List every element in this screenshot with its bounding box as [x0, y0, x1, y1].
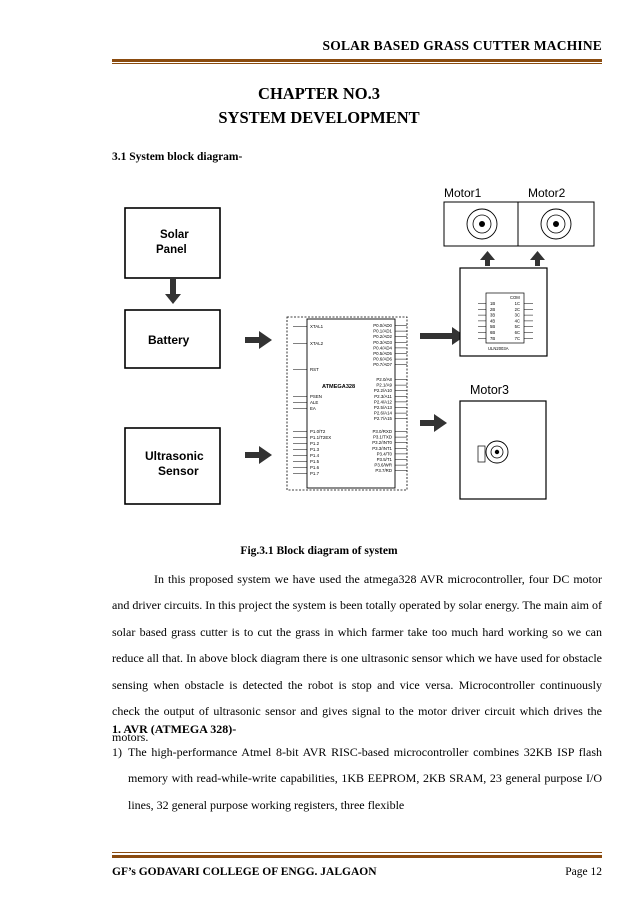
mcu-pin-label: P0.5/AD5	[373, 351, 392, 356]
driver-pin-label: 3B	[490, 313, 495, 318]
mcu-pin-label: P1.5	[310, 459, 320, 464]
mcu-pin-label: P3.7/RD	[375, 468, 392, 473]
motor1-label: Motor1	[444, 186, 482, 200]
mcu-pin-label: P2.2/A10	[374, 388, 393, 393]
driver-pin-label: 4C	[515, 318, 520, 323]
solar-panel-block	[124, 207, 221, 279]
mcu-pin-label: P0.2/AD2	[373, 334, 392, 339]
solar-label-line2: Panel	[156, 244, 187, 256]
driver-to-motor1-arrow	[480, 251, 495, 260]
mcu-right-pins: P0.0/AD0P0.1/AD1P0.2/AD2P0.3/AD3P0.4/AD4…	[372, 323, 407, 473]
driver-com-label: COM	[510, 295, 520, 300]
mcu-pin-label: P2.7/A15	[374, 416, 393, 421]
figure-caption: Fig.3.1 Block diagram of system	[240, 545, 398, 557]
mcu-pin-label: P3.6/WR	[374, 463, 392, 468]
mcu-pin-label: P2.5/A13	[374, 405, 393, 410]
motor3-icon	[477, 440, 509, 464]
mcu-pin-label: XTAL1	[310, 324, 324, 329]
driver-pin-label: 7B	[490, 336, 495, 341]
mcu-to-motor3-arrow	[434, 414, 447, 432]
mcu-pin-label: P0.1/AD1	[373, 329, 392, 334]
mcu-pin-label: P2.3/A11	[374, 394, 392, 399]
mcu-pin-label: P1.7	[310, 471, 320, 476]
mcu-pin-label: P2.4/A12	[374, 399, 393, 404]
ultrasonic-label-line1: Ultrasonic	[145, 449, 204, 463]
driver-pin-label: 4B	[490, 318, 495, 323]
mcu-pin-label: ALE	[310, 400, 318, 405]
driver-chip-label: ULN2003A	[488, 346, 509, 351]
mcu-pin-label: P1.0/T2	[310, 429, 326, 434]
mcu-pin-label: P3.1/TXD	[373, 435, 392, 440]
subheading-avr: 1. AVR (ATMEGA 328)-	[112, 722, 237, 736]
footer-rule-thin	[112, 852, 602, 853]
header-rule	[112, 59, 602, 62]
driver-pin-label: 5C	[515, 324, 520, 329]
mcu-to-driver-arrow	[452, 327, 465, 345]
motor3-label: Motor3	[470, 383, 509, 397]
battery-label: Battery	[148, 333, 190, 347]
chapter-title: SYSTEM DEVELOPMENT	[218, 108, 420, 127]
mcu-pin-label: P3.4/T0	[377, 451, 393, 456]
running-header-title: SOLAR BASED GRASS CUTTER MACHINE	[322, 38, 602, 53]
page-number: Page 12	[565, 866, 602, 878]
mcu-pin-label: P0.4/AD4	[373, 345, 392, 350]
driver-pin-label: 7C	[515, 336, 520, 341]
atmega328-chip: ATMEGA328 XTAL1XTAL2RSTPSENALEEAP1.0/T2P…	[286, 316, 408, 491]
driver-pin-label: 3C	[515, 313, 520, 318]
solar-label-line1: Solar	[160, 229, 189, 241]
mcu-pin-label: P2.0/A8	[376, 377, 392, 382]
driver-pin-label: 1B	[490, 301, 495, 306]
motor2-icon	[540, 208, 572, 240]
ultrasonic-to-mcu-arrow	[259, 446, 272, 464]
battery-block	[124, 309, 221, 369]
mcu-pin-label: EA	[310, 406, 316, 411]
solar-to-battery-arrow	[165, 294, 181, 304]
footer-college: GF’s GODAVARI COLLEGE OF ENGG. JALGAON	[112, 866, 377, 878]
driver-pin-label: 2B	[490, 307, 495, 312]
system-block-diagram: Solar Panel Battery Ultrasonic Sensor AT…	[124, 186, 595, 505]
mcu-pin-label: P3.5/T1	[377, 457, 393, 462]
header-rule-thin	[112, 63, 602, 64]
ultrasonic-block	[124, 427, 221, 505]
list-item-text: The high-performance Atmel 8-bit AVR RIS…	[128, 745, 602, 812]
mcu-pin-label: P0.6/AD6	[373, 357, 392, 362]
list-item-number: 1)	[112, 745, 122, 759]
battery-to-mcu-arrow	[259, 331, 272, 349]
motor2-label: Motor2	[528, 186, 566, 200]
mcu-pin-label: RST	[310, 367, 319, 372]
driver-pin-label: 6C	[515, 330, 520, 335]
mcu-pin-label: P3.0/RXD	[372, 429, 392, 434]
mcu-pin-label: XTAL2	[310, 341, 324, 346]
motor1-icon	[466, 208, 498, 240]
mcu-name: ATMEGA328	[322, 384, 355, 390]
driver-pin-label: 5B	[490, 324, 495, 329]
mcu-pin-label: P2.6/A14	[374, 411, 393, 416]
chapter-number: CHAPTER NO.3	[258, 84, 380, 103]
mcu-pin-label: P1.2	[310, 441, 320, 446]
mcu-pin-label: P0.7/AD7	[373, 362, 392, 367]
mcu-pin-label: P1.6	[310, 465, 320, 470]
mcu-left-pins: XTAL1XTAL2RSTPSENALEEAP1.0/T2P1.1/T2EXP1…	[293, 324, 331, 476]
mcu-pin-label: P3.2/INT0	[372, 440, 392, 445]
mcu-pin-label: P1.1/T2EX	[310, 435, 331, 440]
driver-pin-label: 2C	[515, 307, 520, 312]
mcu-pin-label: P1.3	[310, 447, 320, 452]
mcu-pin-label: P1.4	[310, 453, 320, 458]
body-paragraph: In this proposed system we have used the…	[112, 572, 602, 745]
ultrasonic-label-line2: Sensor	[158, 464, 199, 478]
mcu-pin-label: P3.3/INT1	[372, 446, 392, 451]
driver-to-motor2-arrow	[530, 251, 545, 260]
mcu-pin-label: PSEN	[310, 394, 322, 399]
driver-pin-label: 6B	[490, 330, 495, 335]
footer-rule	[112, 855, 602, 858]
mcu-pin-label: P0.3/AD3	[373, 340, 392, 345]
driver-pin-label: 1C	[515, 301, 520, 306]
mcu-pin-label: P2.1/A9	[376, 383, 392, 388]
list-item: 1) The high-performance Atmel 8-bit AVR …	[112, 739, 602, 819]
mcu-pin-label: P0.0/AD0	[373, 323, 392, 328]
section-heading: 3.1 System block diagram-	[112, 151, 243, 163]
